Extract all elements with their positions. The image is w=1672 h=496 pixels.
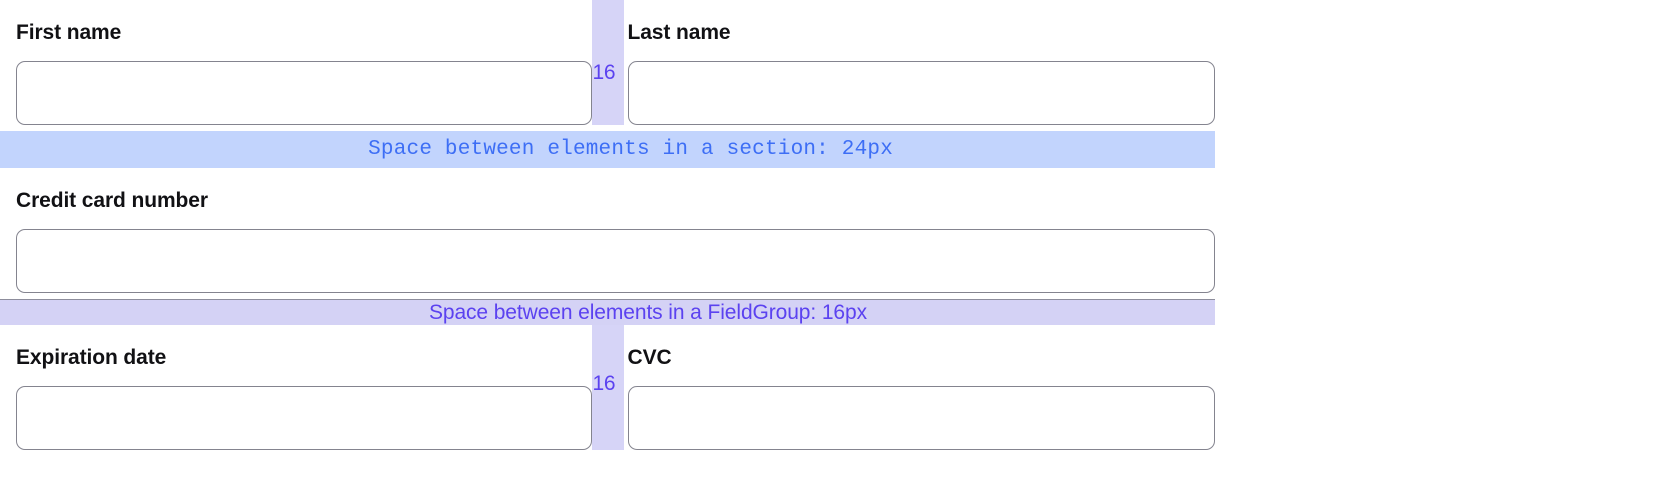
input-cvc[interactable] (627, 386, 1215, 450)
field-row-expiry: Expiration date 16 CVC (0, 325, 1215, 450)
field-label-credit-card-number: Credit card number (16, 189, 208, 212)
annotation-band-section-spacing: Space between elements in a section: 24p… (0, 131, 1215, 168)
field-first-name: First name (0, 0, 592, 125)
form-content: First name 16 Last name Space between el… (0, 0, 1215, 450)
annotation-band-fieldgroup-spacing: Space between elements in a FieldGroup: … (0, 299, 1215, 325)
spacing-gutter-label-name-row: 16 (592, 61, 616, 84)
spacing-gutter-label-expiry-row: 16 (592, 372, 616, 395)
input-last-name[interactable] (627, 61, 1215, 125)
field-credit-card-number: Credit card number (0, 168, 1215, 293)
annotation-text-fieldgroup-spacing: Space between elements in a FieldGroup: … (428, 301, 867, 324)
field-label-first-name: First name (16, 21, 122, 44)
field-label-last-name: Last name (627, 21, 731, 44)
field-row-name: First name 16 Last name (0, 0, 1215, 125)
field-label-cvc: CVC (627, 346, 672, 369)
input-expiration-date[interactable] (16, 386, 592, 450)
input-first-name[interactable] (16, 61, 592, 125)
field-expiration-date: Expiration date (0, 325, 592, 450)
field-last-name: Last name (624, 0, 1215, 125)
field-cvc: CVC (624, 325, 1215, 450)
annotation-text-section-spacing: Space between elements in a section: 24p… (368, 138, 893, 161)
field-label-expiration-date: Expiration date (16, 346, 167, 369)
input-credit-card-number[interactable] (16, 229, 1215, 293)
spacing-gutter-name-row: 16 (591, 0, 624, 125)
field-row-credit-card: Credit card number (0, 168, 1215, 293)
spacing-gutter-expiry-row: 16 (591, 325, 624, 450)
